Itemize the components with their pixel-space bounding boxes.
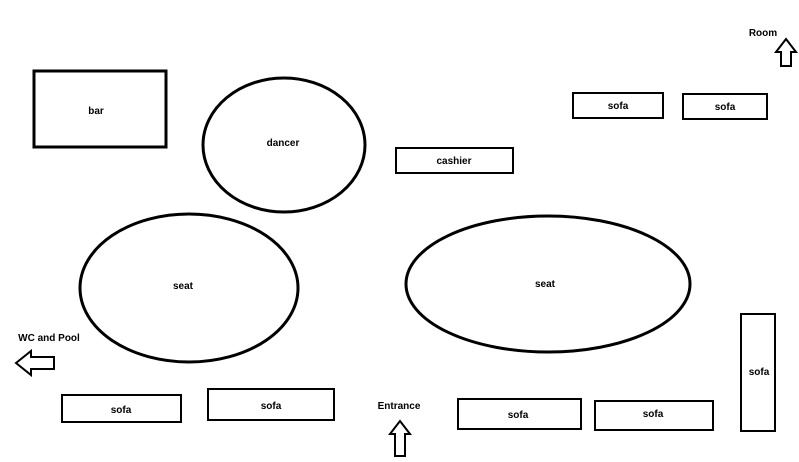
up-arrow-icon	[773, 37, 799, 67]
seat-right-label: seat	[535, 279, 556, 290]
cashier-zone: cashier	[395, 147, 514, 174]
dancer-label: dancer	[267, 138, 300, 149]
sofa-bottom-4-label: sofa	[643, 409, 664, 420]
cashier-label: cashier	[436, 156, 471, 167]
sofa-bottom-3: sofa	[457, 398, 582, 430]
sofa-top-2: sofa	[682, 93, 768, 120]
seat-left-zone: seat	[78, 212, 300, 364]
sofa-bottom-3-label: sofa	[508, 410, 529, 421]
seat-right-zone: seat	[404, 214, 692, 354]
sofa-top-1-label: sofa	[608, 101, 629, 112]
sofa-vertical-label: sofa	[749, 367, 770, 378]
room-label: Room	[749, 28, 777, 39]
sofa-bottom-2: sofa	[207, 388, 335, 421]
sofa-bottom-1: sofa	[61, 394, 182, 423]
sofa-bottom-4: sofa	[594, 400, 714, 431]
bar-zone: bar	[32, 69, 168, 149]
wc-pool-label: WC and Pool	[18, 333, 80, 344]
wc-pool-exit: WC and Pool	[14, 333, 80, 378]
up-arrow-icon	[387, 419, 413, 457]
sofa-bottom-2-label: sofa	[261, 401, 282, 412]
sofa-top-1: sofa	[572, 92, 664, 119]
bar-label: bar	[88, 106, 104, 117]
entrance-label: Entrance	[378, 401, 421, 412]
seat-left-label: seat	[173, 281, 194, 292]
dancer-zone: dancer	[201, 76, 367, 214]
left-arrow-icon	[14, 348, 55, 378]
sofa-bottom-1-label: sofa	[111, 405, 132, 416]
room-exit: Room	[749, 28, 799, 67]
sofa-top-2-label: sofa	[715, 102, 736, 113]
entrance-exit: Entrance	[378, 401, 421, 457]
sofa-vertical: sofa	[740, 313, 776, 432]
